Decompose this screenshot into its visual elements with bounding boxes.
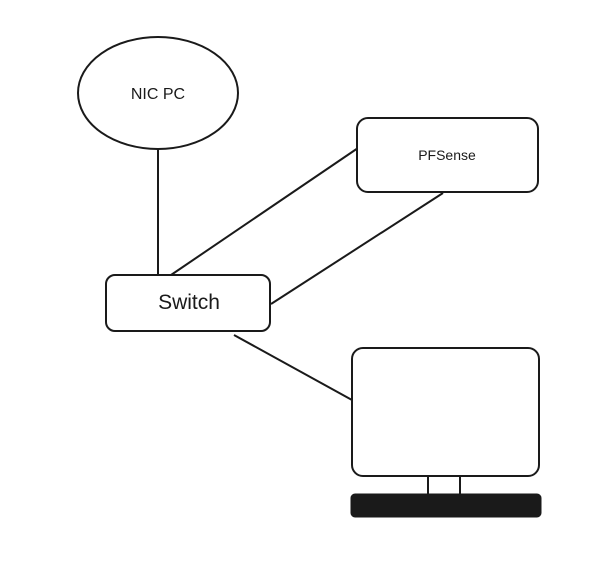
node-nic-pc: NIC PC <box>77 36 239 150</box>
connector-switch-to-monitor <box>233 334 353 401</box>
switch-label: Switch <box>158 291 220 314</box>
node-monitor <box>350 347 542 518</box>
switch-shape <box>105 274 271 332</box>
monitor-screen <box>351 347 540 477</box>
node-pfsense: PFSense <box>356 117 539 193</box>
monitor-base <box>350 493 542 518</box>
nic-pc-label: NIC PC <box>131 86 185 103</box>
connector-pfsense-to-switch-upper <box>170 147 359 276</box>
nic-pc-shape <box>77 36 239 150</box>
connector-pfsense-to-switch-lower <box>270 192 444 305</box>
node-switch: Switch <box>105 274 271 332</box>
pfsense-shape <box>356 117 539 193</box>
pfsense-label: PFSense <box>418 147 476 163</box>
